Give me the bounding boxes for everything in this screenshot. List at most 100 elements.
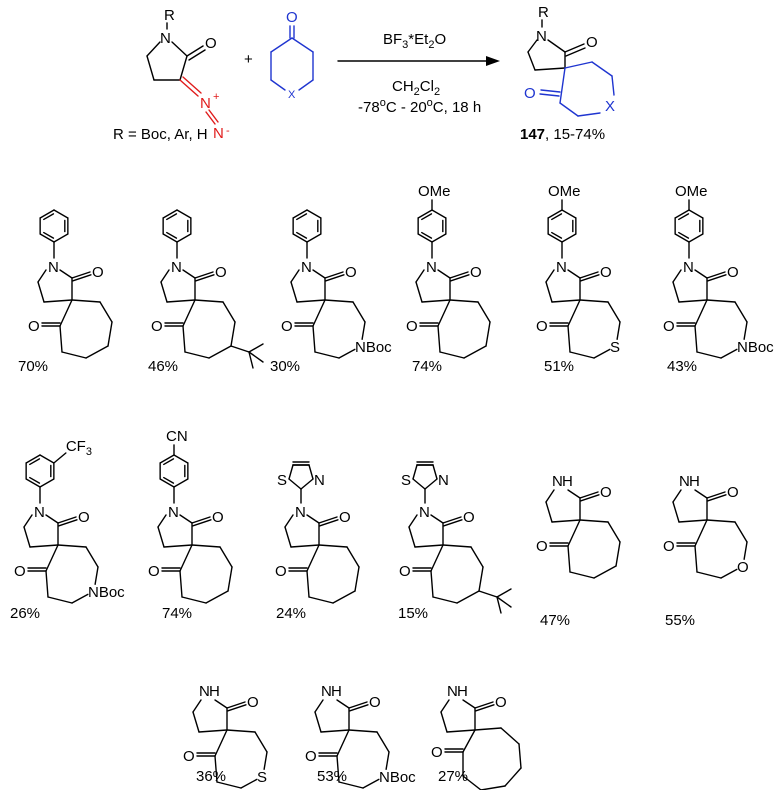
ketone-o-label: O — [28, 318, 40, 335]
trifluoromethyl-label: CF3 — [66, 438, 92, 458]
ketone-o-label: O — [151, 318, 163, 335]
ketone-o-label: O — [305, 748, 317, 765]
product-yield: 47% — [540, 612, 570, 629]
product-yield: 36% — [196, 768, 226, 785]
lactam-h-label: H — [457, 683, 468, 700]
nboc-label: NBoc — [379, 769, 416, 786]
ketone-o-label: O — [183, 748, 195, 765]
ketone-o-label: O — [406, 318, 418, 335]
ketone-o-label: O — [663, 318, 675, 335]
nboc-label: NBoc — [88, 584, 125, 601]
lactam-n-label: N — [199, 683, 210, 700]
diazo-plus-charge: + — [213, 91, 219, 103]
lactam-n-label: N — [321, 683, 332, 700]
product-lactam-o-label: O — [586, 34, 598, 51]
thiazole-n-label: N — [314, 472, 325, 489]
carbonyl-oxygen-label: O — [205, 35, 217, 52]
lactam-o-label: O — [247, 694, 259, 711]
nboc-label: NBoc — [737, 339, 774, 356]
lactam-n-label: N — [168, 504, 179, 521]
diazo-lactam-reactant: R N O N + N - — [146, 7, 230, 142]
product-yield: 30% — [270, 358, 300, 375]
lactam-n-label: N — [301, 259, 312, 276]
lactam-o-label: O — [727, 264, 739, 281]
product-x-label: X — [605, 98, 615, 115]
ketone-o-label: O — [431, 744, 443, 761]
product-yield: 55% — [665, 612, 695, 629]
ketone-x-label: X — [288, 89, 296, 101]
ketone-o-label: O — [536, 318, 548, 335]
lactam-h-label: H — [209, 683, 220, 700]
lactam-n-label: N — [683, 259, 694, 276]
thioether-s-label: S — [610, 339, 620, 356]
thiazole-s-label: S — [277, 472, 287, 489]
product-r-label: R — [538, 4, 549, 21]
lactam-o-label: O — [215, 264, 227, 281]
lactam-n-label: N — [679, 473, 690, 490]
product-yield: 43% — [667, 358, 697, 375]
lactam-o-label: O — [495, 694, 507, 711]
ketone-o-label: O — [14, 563, 26, 580]
product-number: 147 — [520, 126, 545, 143]
diazo-n1-label: N — [200, 95, 211, 112]
lactam-o-label: O — [345, 264, 357, 281]
solvent-label: CH2Cl2 — [392, 78, 440, 98]
diazo-n2-label: N — [213, 125, 224, 142]
lactam-o-label: O — [463, 509, 475, 526]
thioether-s-label: S — [257, 769, 267, 786]
lactam-o-label: O — [339, 509, 351, 526]
product-yield: 46% — [148, 358, 178, 375]
lactam-n-label: N — [556, 259, 567, 276]
product-yield: 27% — [438, 768, 468, 785]
ketone-o-label: O — [536, 538, 548, 555]
lactam-o-label: O — [600, 264, 612, 281]
lactam-o-label: O — [600, 484, 612, 501]
product-yield: 74% — [162, 605, 192, 622]
conditions-label: -78oC - 20oC, 18 h — [358, 97, 481, 116]
lactam-n-label: N — [34, 504, 45, 521]
lactam-o-label: O — [92, 264, 104, 281]
product-yield: 51% — [544, 358, 574, 375]
product-yield: 74% — [412, 358, 442, 375]
r-definition-label: R = Boc, Ar, H — [113, 126, 208, 143]
methoxy-label: OMe — [418, 183, 451, 200]
r-group-label: R — [164, 7, 175, 24]
ether-o-label: O — [737, 559, 749, 576]
plus-sign: + — [244, 51, 253, 68]
reagent-bf3-label: BF3*Et2O — [383, 31, 446, 51]
ketone-o-label: O — [663, 538, 675, 555]
ketone-o-label: O — [399, 563, 411, 580]
nboc-label: NBoc — [355, 339, 392, 356]
nitrile-label: CN — [166, 428, 188, 445]
thiazole-s-label: S — [401, 472, 411, 489]
product-yield: 26% — [10, 605, 40, 622]
lactam-n-label: N — [552, 473, 563, 490]
methoxy-label: OMe — [548, 183, 581, 200]
lactam-h-label: H — [331, 683, 342, 700]
product-yield: 24% — [276, 605, 306, 622]
product-caption: 147, 15-74% — [520, 126, 605, 143]
lactam-n-label: N — [426, 259, 437, 276]
product-yield: 53% — [317, 768, 347, 785]
lactam-n-label: N — [447, 683, 458, 700]
lactam-o-label: O — [78, 509, 90, 526]
product-yield: 15% — [398, 605, 428, 622]
lactam-n-label: N — [419, 504, 430, 521]
lactam-o-label: O — [727, 484, 739, 501]
lactam-h-label: H — [562, 473, 573, 490]
